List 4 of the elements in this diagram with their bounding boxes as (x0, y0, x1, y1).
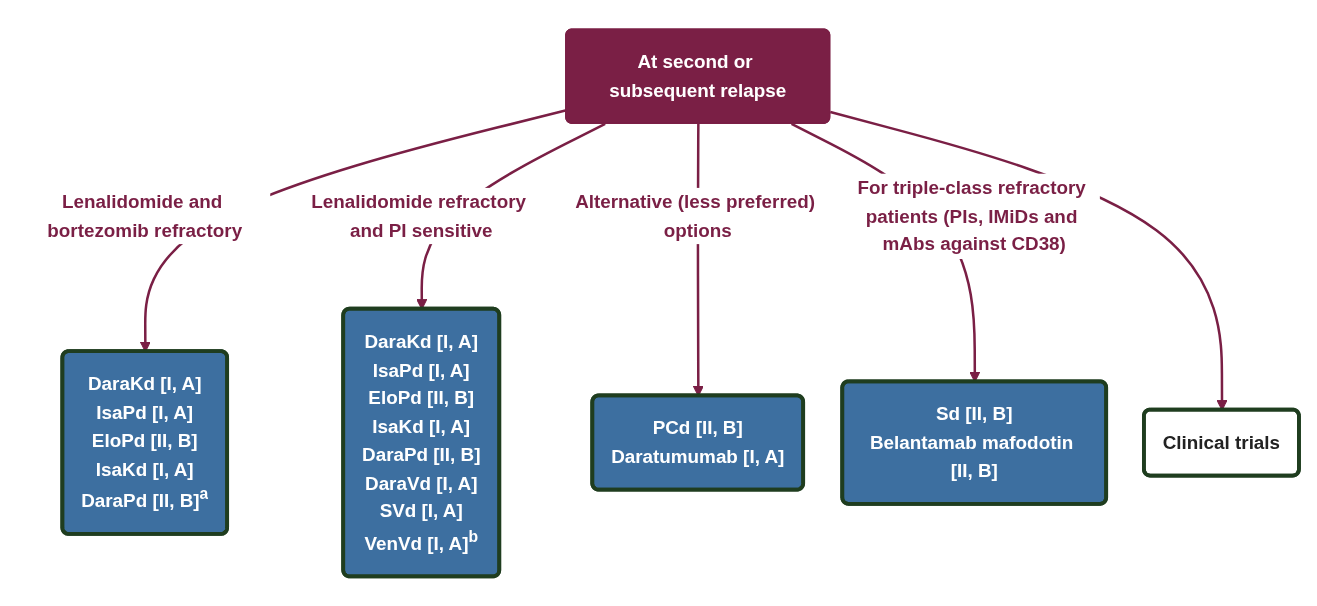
edge-label: Lenalidomide refractory and PI sensitive (310, 190, 526, 241)
edge-label: Lenalidomide and bortezomib refractory (46, 190, 242, 241)
edge-label: Alternative (less preferred) options (574, 190, 815, 241)
edge-label: For triple-class refractory patients (PIs, IMiDs and mAbs against CD38) (856, 176, 1086, 255)
